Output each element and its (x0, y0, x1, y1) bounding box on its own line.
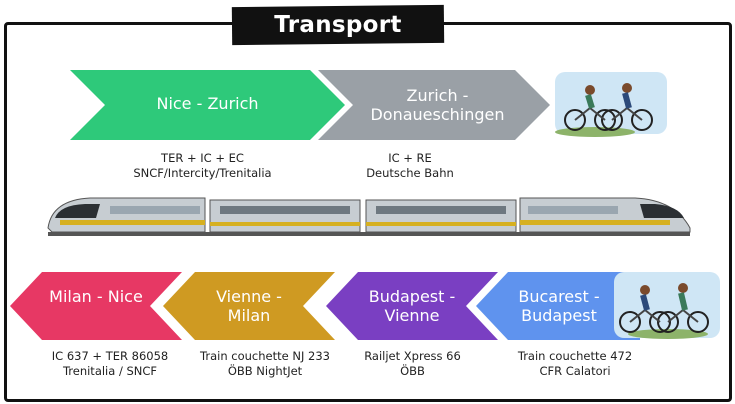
caption-service-milan-nice: IC 637 + TER 86058 (45, 349, 175, 364)
caption-operator-nice-zurich: SNCF/Intercity/Trenitalia (110, 166, 295, 181)
caption-service-budapest-vienne: Railjet Xpress 66 (350, 349, 475, 364)
route-label-budapest-vienne: Budapest - Vienne (358, 287, 466, 325)
caption-service-nice-zurich: TER + IC + EC (110, 151, 295, 166)
cyclists-illustration-top (555, 72, 667, 137)
route-label-zurich-donaueschingen: Zurich - Donaueschingen (355, 86, 520, 124)
caption-service-bucarest-budapest: Train couchette 472 (505, 349, 645, 364)
route-label-vienne-milan: Vienne - Milan (195, 287, 303, 325)
caption-operator-milan-nice: Trenitalia / SNCF (45, 364, 175, 379)
caption-service-zurich-donaueschingen: IC + RE (340, 151, 480, 166)
cyclists-illustration-bottom (614, 272, 720, 339)
caption-service-vienne-milan: Train couchette NJ 233 (190, 349, 340, 364)
caption-operator-budapest-vienne: ÖBB (350, 364, 475, 379)
chevron-milan-nice (10, 272, 182, 340)
route-label-nice-zurich: Nice - Zurich (105, 94, 310, 113)
route-label-milan-nice: Milan - Nice (42, 287, 150, 306)
caption-operator-vienne-milan: ÖBB NightJet (190, 364, 340, 379)
caption-operator-zurich-donaueschingen: Deutsche Bahn (340, 166, 480, 181)
caption-operator-bucarest-budapest: CFR Calatori (505, 364, 645, 379)
route-label-bucarest-budapest: Bucarest - Budapest (500, 287, 618, 325)
train-illustration (48, 198, 690, 236)
